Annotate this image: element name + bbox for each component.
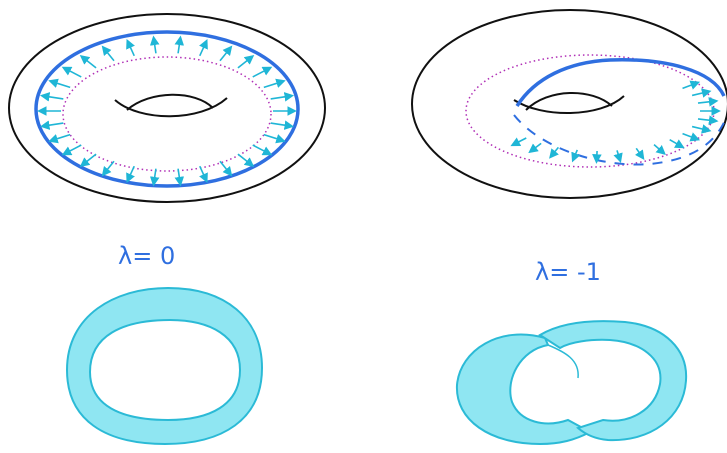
normal-arrow (698, 119, 716, 121)
right-band-edge-overlap (548, 345, 578, 378)
normal-arrow (220, 161, 231, 174)
left-annulus (67, 288, 262, 444)
normal-arrow (253, 145, 270, 154)
normal-arrow (264, 135, 283, 141)
normal-arrow (51, 135, 70, 141)
normal-arrow (636, 148, 643, 157)
right-lambda-label: λ= -1 (535, 258, 601, 286)
normal-arrow (200, 42, 206, 56)
left-normal-arrows (40, 38, 294, 183)
right-normal-arrows (513, 83, 718, 161)
normal-arrow (238, 154, 252, 165)
right-twisted-band (457, 321, 686, 444)
normal-arrow (64, 68, 81, 77)
normal-arrow (51, 81, 70, 87)
right-torus-hole-lower (514, 96, 624, 113)
right-torus-hole-upper (526, 93, 612, 110)
left-dotted-curve (63, 57, 271, 171)
normal-arrow (253, 68, 270, 77)
normal-arrow (597, 151, 598, 161)
left-torus-outline (9, 14, 325, 202)
normal-arrow (64, 145, 81, 154)
normal-arrow (271, 123, 292, 126)
normal-arrow (683, 83, 698, 89)
normal-arrow (573, 150, 577, 160)
right-torus (412, 10, 727, 198)
normal-arrow (128, 42, 134, 56)
normal-arrow (178, 38, 180, 53)
normal-arrow (82, 154, 96, 165)
right-blue-curve-back (514, 115, 726, 165)
normal-arrow (692, 92, 709, 96)
right-band-left-half (457, 335, 590, 444)
normal-arrow (271, 96, 292, 99)
normal-arrow (43, 96, 64, 99)
normal-arrow (128, 166, 134, 180)
left-blue-curve (36, 32, 298, 186)
normal-arrow (104, 161, 115, 174)
normal-arrow (43, 123, 64, 126)
normal-arrow (220, 48, 231, 61)
normal-arrow (82, 57, 96, 68)
right-torus-outline (412, 10, 727, 198)
normal-arrow (178, 169, 180, 184)
normal-arrow (154, 169, 156, 184)
normal-arrow (200, 166, 206, 180)
normal-arrow (683, 134, 698, 140)
normal-arrow (551, 147, 558, 156)
left-lambda-label: λ= 0 (118, 242, 175, 270)
normal-arrow (513, 138, 526, 145)
normal-arrow (154, 38, 156, 53)
normal-arrow (692, 127, 709, 131)
normal-arrow (670, 140, 683, 147)
left-torus (9, 14, 325, 202)
left-torus-hole-upper (127, 95, 213, 110)
normal-arrow (654, 145, 664, 153)
normal-arrow (104, 48, 115, 61)
normal-arrow (264, 81, 283, 87)
left-annulus-fill (67, 288, 262, 444)
normal-arrow (617, 150, 620, 160)
normal-arrow (238, 57, 252, 68)
normal-arrow (531, 143, 542, 151)
